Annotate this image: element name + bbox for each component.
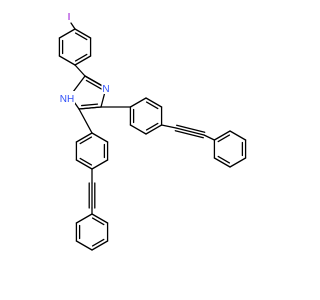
structure-canvas: I N NH	[58, 9, 247, 251]
terminal-phenyl-upper-bond-5-inner	[217, 134, 231, 143]
phenyl-c4-bond-3	[129, 124, 147, 135]
phenyl-c5-bond-3-inner	[79, 157, 93, 166]
c2-to-iodophenyl	[74, 64, 86, 77]
phenyl-c4-bond-2-inner	[145, 122, 159, 131]
terminal-phenyl-upper-bond-3-inner	[217, 155, 231, 164]
terminal-phenyl-upper-bond-3	[213, 157, 231, 168]
terminal-phenyl-lower-bond-0-inner	[91, 217, 105, 226]
amine-nitrogen-label: NH	[60, 94, 74, 105]
imine-nitrogen-label-background	[101, 81, 111, 94]
imidazole-c2-n3-double-inner	[85, 79, 103, 90]
iodophenyl-bond-5	[58, 28, 76, 39]
iodophenyl-bond-0	[74, 28, 92, 39]
terminal-phenyl-lower-bond-2-inner	[91, 238, 105, 247]
molecule-structure: I N NH	[58, 9, 247, 251]
iodine-atom-label-background	[65, 9, 73, 22]
iodophenyl-bond-3	[58, 55, 76, 66]
alkyne-upper	[175, 127, 205, 136]
alkyne-upper-b	[176, 124, 206, 133]
amine-nitrogen-label-background	[59, 91, 75, 104]
phenyl-c4-bond-0-inner	[145, 101, 159, 110]
terminal-phenyl-upper-bond-2	[229, 157, 247, 168]
phenyl-c4-bond-0	[145, 97, 163, 108]
phenyl-c5-bond-3	[75, 159, 93, 170]
terminal-phenyl-upper-bond-5	[213, 130, 231, 141]
terminal-phenyl-lower-bond-5	[75, 213, 93, 224]
phenyl-c5-bond-2	[91, 159, 109, 170]
iodophenyl-bond-2-inner	[74, 53, 88, 62]
c-i-bond	[70, 22, 76, 30]
imidazole-c4-c5-double	[78, 106, 102, 110]
phenyl-c4-bond-5	[129, 97, 147, 108]
terminal-phenyl-lower-bond-2	[91, 240, 109, 251]
phenyl-c5-bond-5-inner	[79, 136, 93, 145]
iodophenyl-bond-0-inner	[74, 32, 88, 41]
phenyl-c4-bond-2	[145, 124, 163, 135]
imine-nitrogen-label: N	[102, 84, 109, 95]
terminal-phenyl-lower-bond-3	[75, 240, 93, 251]
phenyl-c4-to-alkyne	[160, 124, 177, 129]
imidazole-c4-c5-double-inner	[80, 103, 99, 107]
phenyl-c5-bond-5	[75, 132, 93, 143]
alkyne-to-terminal-phenyl-upper	[203, 134, 216, 141]
terminal-phenyl-upper-bond-0	[229, 130, 247, 141]
terminal-phenyl-lower-bond-0	[91, 213, 109, 224]
iodine-atom-label: I	[68, 12, 71, 23]
c5-to-phenyl	[78, 108, 93, 134]
alkyne-upper-a	[174, 130, 204, 139]
phenyl-c5-bond-0	[91, 132, 109, 143]
iodophenyl-bond-2	[74, 55, 92, 66]
